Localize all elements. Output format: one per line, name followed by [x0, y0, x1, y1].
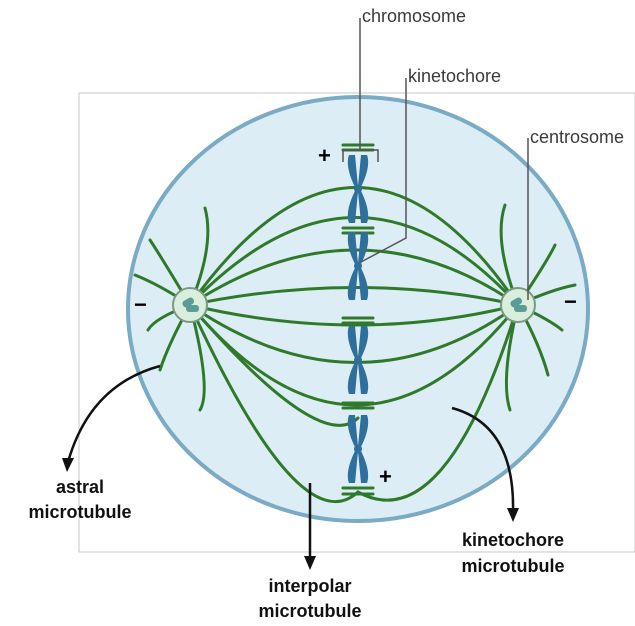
centrosome-left — [173, 288, 207, 322]
interpolar-label-line1: interpolar — [268, 576, 351, 596]
chromosome-label: chromosome — [362, 6, 466, 26]
centrosome-right — [501, 288, 535, 322]
astral-label-line1: astral — [56, 477, 104, 497]
kinetochore-mt-label-line1: kinetochore — [462, 530, 564, 550]
plus-sign-top: + — [318, 143, 331, 168]
astral-arrowhead — [62, 458, 74, 472]
astral-label-line2: microtubule — [28, 502, 131, 522]
centrosome-label: centrosome — [530, 127, 624, 147]
interpolar-arrowhead — [304, 556, 316, 570]
kinetochore-mt-label-line2: microtubule — [461, 556, 564, 576]
kinetochore-label: kinetochore — [408, 66, 501, 86]
minus-sign-left: − — [134, 292, 147, 317]
minus-sign-right: − — [564, 289, 577, 314]
plus-sign-bottom: + — [379, 464, 392, 489]
kinetochore-mt-arrowhead — [507, 508, 519, 522]
interpolar-label-line2: microtubule — [258, 601, 361, 621]
